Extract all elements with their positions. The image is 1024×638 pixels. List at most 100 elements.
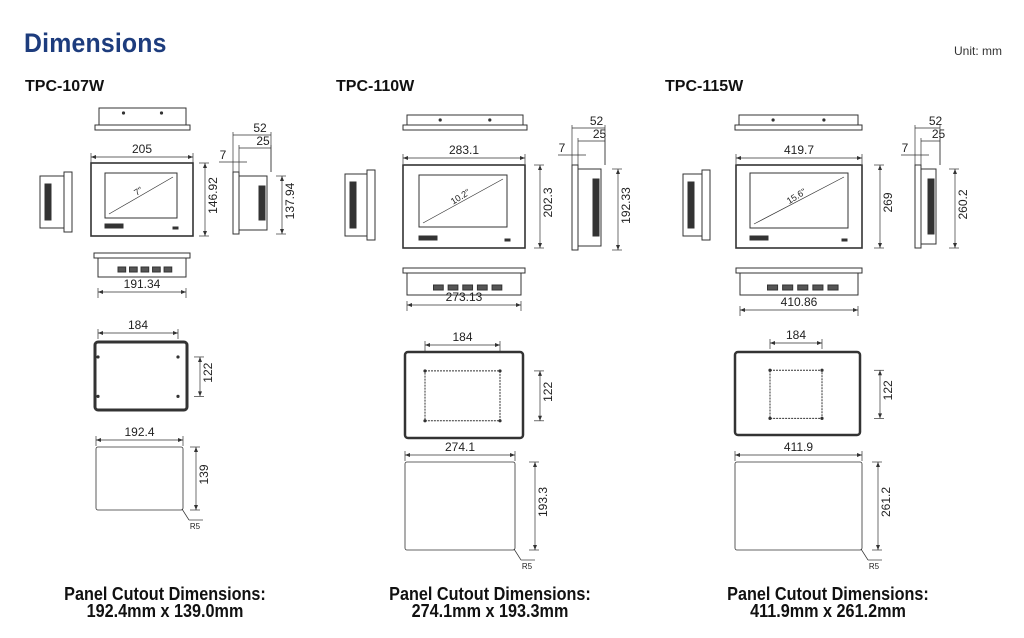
tpc-107w-io-port [117, 266, 127, 273]
cutout-caption-107w: Panel Cutout Dimensions: 192.4mm x 139.0… [21, 584, 309, 621]
tpc-110w-radius-label: R5 [522, 562, 533, 571]
tpc-107w-rear-height-dim-label: 122 [201, 362, 215, 382]
tpc-107w-height-dim-label: 146.92 [206, 177, 220, 214]
tpc-110w-cutout-width-dim-label: 274.1 [445, 440, 475, 454]
tpc-107w-vesa-hole [176, 394, 180, 398]
tpc-115w-vent [927, 178, 935, 235]
tpc-115w-io-port [767, 284, 779, 291]
tpc-115w-depth-total-label: 52 [929, 114, 943, 128]
tpc-107w-cutout-height-dim-label: 139 [197, 464, 211, 484]
tpc-115w-screw [771, 118, 775, 122]
tpc-115w-vesa-area [769, 369, 823, 419]
tpc-107w-vent [258, 185, 266, 221]
tpc-107w-left-side [39, 175, 65, 229]
model-title-110w: TPC-110W [336, 78, 415, 95]
tpc-115w-front-view [735, 164, 863, 249]
tpc-110w-height-dim-label: 202.3 [541, 187, 555, 217]
tpc-115w-bottom-view [739, 272, 859, 296]
tpc-110w-screw [438, 118, 442, 122]
tpc-110w-depth-body-label: 25 [593, 127, 607, 141]
tpc-110w-io-port [491, 284, 503, 291]
tpc-107w-io-port [129, 266, 138, 273]
tpc-107w-cutout-width-dim-label: 192.4 [124, 425, 154, 439]
tpc-107w-screen [104, 172, 178, 219]
tpc-115w-height-dim-label: 269 [881, 192, 895, 212]
tpc-115w-diagonal [753, 176, 845, 225]
tpc-110w-cutout-height-dim-label: 193.3 [536, 487, 550, 517]
tpc-107w-vesa-hole [176, 355, 180, 359]
tpc-110w-screen [418, 174, 508, 228]
tpc-115w-left-bezel [701, 169, 711, 241]
tpc-115w-screen [749, 172, 849, 229]
tpc-107w-depth-total-label: 52 [253, 121, 267, 135]
tpc-115w-top-view [738, 114, 859, 126]
tpc-110w-right-bezel [571, 164, 579, 251]
tpc-107w-radius-label: R5 [190, 522, 201, 531]
tpc-115w-right-side [920, 168, 937, 245]
tpc-110w-diagonal-label: 10.2" [449, 187, 472, 206]
caption-title: Panel Cutout Dimensions: [727, 584, 929, 604]
tpc-110w-radius-leader [513, 548, 522, 561]
tpc-115w-bezel-label: 7 [902, 141, 909, 155]
tpc-115w-screw [822, 118, 826, 122]
tpc-107w-io-port [152, 266, 161, 273]
tpc-110w-front-view [402, 164, 526, 249]
tpc-110w-screw [488, 118, 492, 122]
tpc-110w-bottom-view [406, 272, 522, 296]
tpc-115w-top-bezel [734, 124, 863, 131]
tpc-107w-diagonal [108, 176, 174, 215]
caption-title: Panel Cutout Dimensions: [64, 584, 266, 604]
tpc-107w-io-port [140, 266, 150, 273]
cutout-caption-110w: Panel Cutout Dimensions: 274.1mm x 193.3… [346, 584, 634, 621]
tpc-107w-rear-view [93, 340, 189, 412]
tpc-110w-rear-view [403, 350, 525, 440]
caption-title: Panel Cutout Dimensions: [389, 584, 591, 604]
tpc-115w-side-height-dim-label: 260.2 [956, 189, 970, 219]
tpc-107w-diagonal-label: 7" [132, 185, 144, 198]
tpc-110w-vent [592, 178, 600, 237]
tpc-110w-width-dim-label: 283.1 [449, 143, 479, 157]
tpc-115w-rear-width-dim-label: 184 [786, 328, 806, 342]
tpc-107w-bezel-label: 7 [220, 148, 227, 162]
caption-value: 411.9mm x 261.2mm [750, 601, 906, 621]
tpc-107w-left-bezel [63, 171, 73, 233]
tpc-110w-right-side [577, 168, 602, 247]
tpc-107w-top-view [98, 107, 187, 126]
tpc-110w-rear-height-dim-arrows [538, 370, 542, 421]
tpc-115w-depth-body-label: 25 [932, 127, 946, 141]
tpc-110w-bezel-label: 7 [559, 141, 566, 155]
tpc-110w-top-view [406, 114, 524, 126]
tpc-107w-front-view [90, 162, 194, 237]
tpc-110w-io-port [476, 284, 488, 291]
cutout-caption-115w: Panel Cutout Dimensions: 411.9mm x 261.2… [684, 584, 972, 621]
tpc-107w-width-dim-label: 205 [132, 142, 152, 156]
tpc-110w-depth-total-label: 52 [590, 114, 604, 128]
tpc-115w-vent [687, 181, 695, 229]
tpc-107w-right-side [238, 175, 268, 231]
tpc-110w-cutout [404, 461, 516, 551]
tpc-110w-top-bezel [402, 124, 528, 131]
tpc-115w-radius-leader [860, 548, 869, 561]
tpc-107w-rear-width-dim-label: 184 [128, 318, 148, 332]
tpc-107w-bottom-bezel [93, 252, 191, 259]
tpc-107w-vesa-hole [96, 355, 100, 359]
tpc-110w-io-port [447, 284, 459, 291]
unit-label: Unit: mm [954, 44, 1002, 58]
caption-value: 274.1mm x 193.3mm [411, 601, 569, 621]
tpc-107w-screw [121, 111, 126, 115]
tpc-115w-cutout-height-dim-label: 261.2 [879, 487, 893, 517]
tpc-107w-radius-leader [181, 508, 190, 521]
model-title-115w: TPC-115W [665, 78, 744, 95]
tpc-110w-bottom-width-dim-label: 273.13 [446, 290, 483, 304]
tpc-107w-depth-body-label: 25 [256, 134, 270, 148]
tpc-107w-vesa-hole [96, 394, 100, 398]
tpc-115w-cutout [734, 461, 863, 551]
tpc-107w-cutout [95, 446, 184, 511]
tpc-107w-screw [159, 111, 164, 115]
tpc-110w-left-bezel [366, 169, 376, 241]
tpc-115w-cutout-width-dim-label: 411.9 [784, 440, 813, 454]
caption-value: 192.4mm x 139.0mm [86, 601, 244, 621]
tpc-115w-diagonal-label: 15.6" [785, 187, 808, 206]
